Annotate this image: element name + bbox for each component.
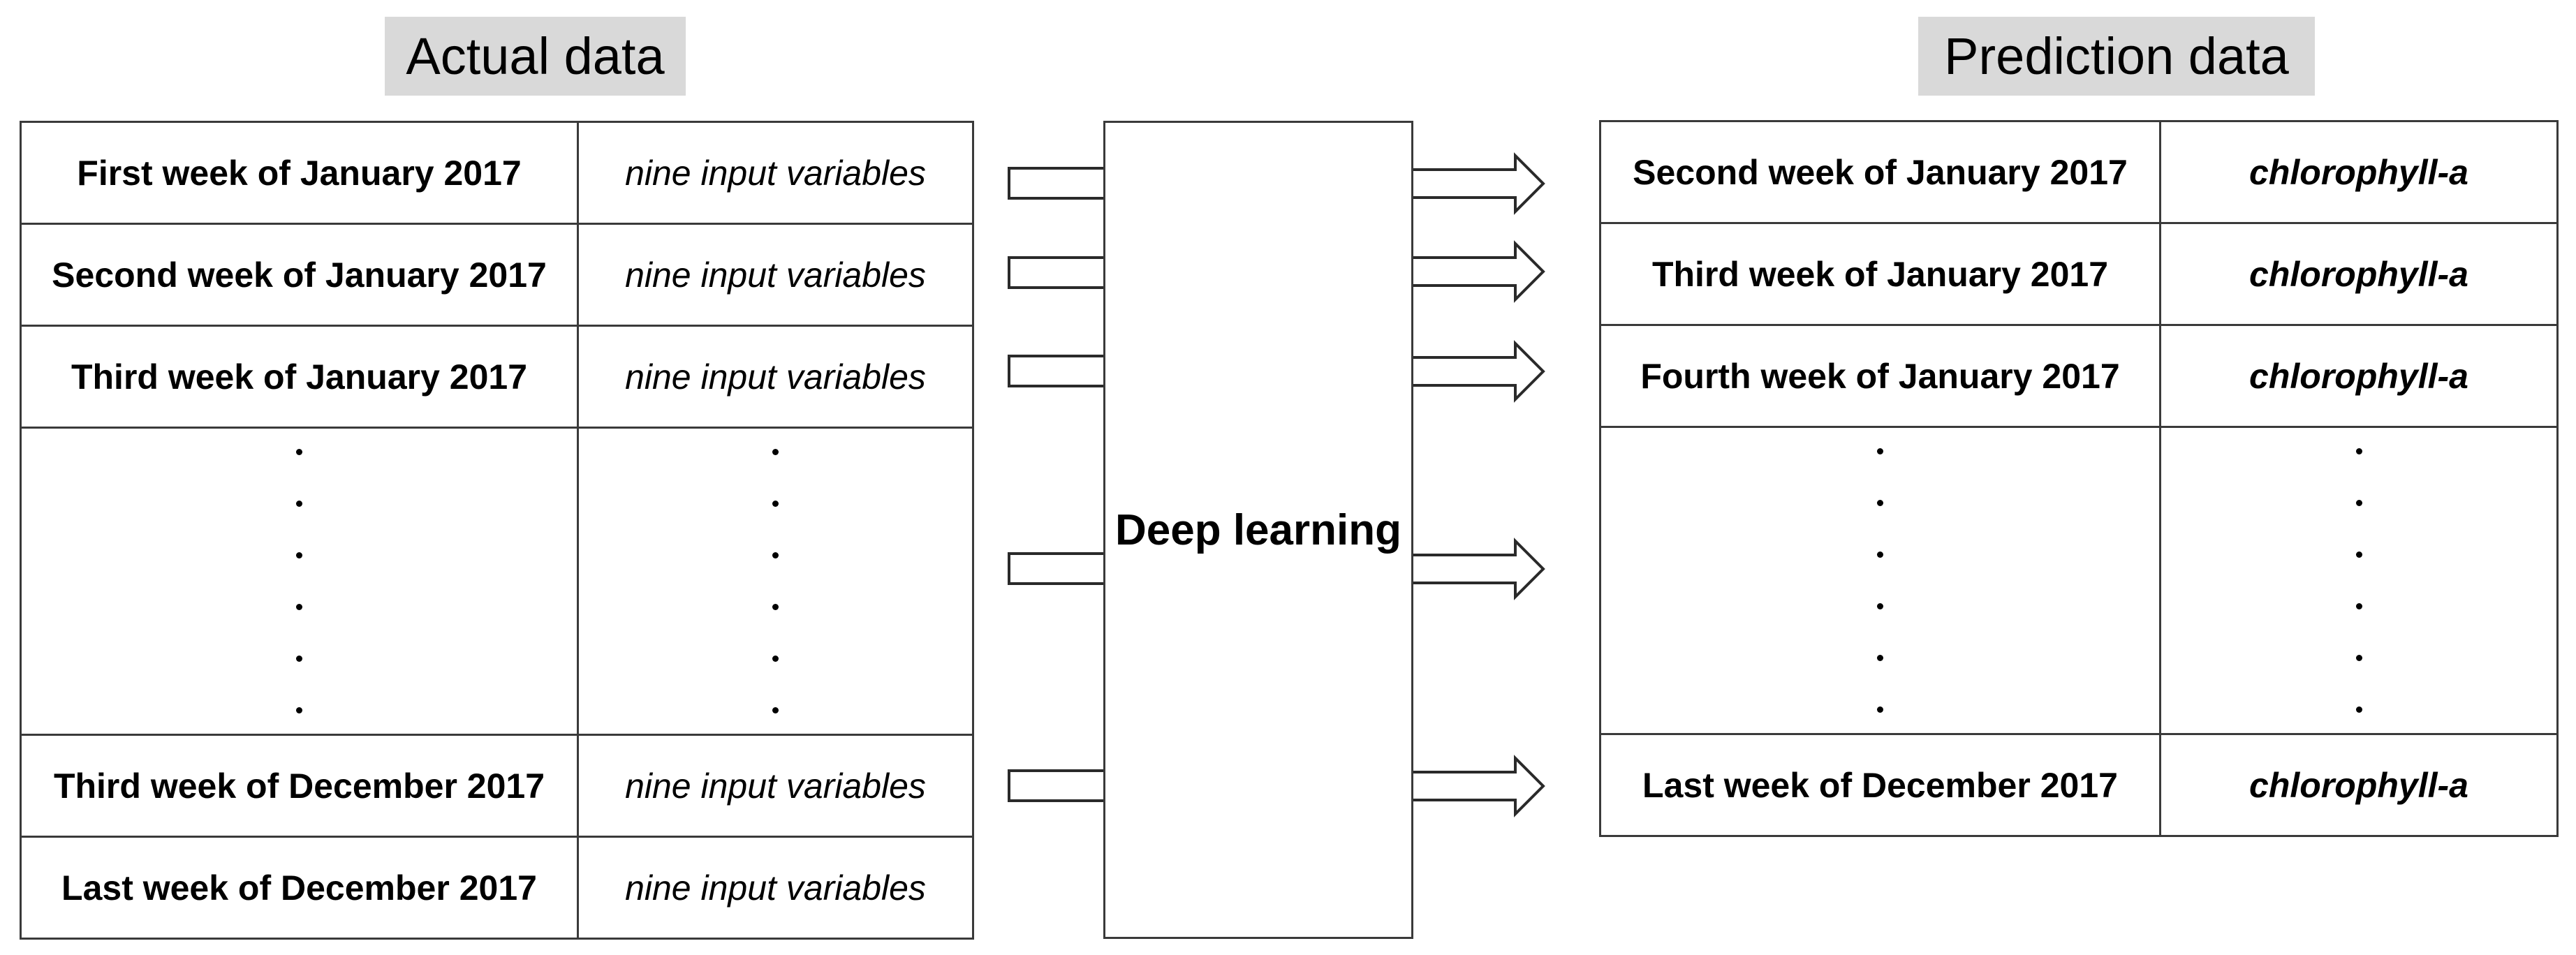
actual-ellipsis-cell: [20, 427, 579, 736]
output-arrow-icon: [1413, 755, 1545, 817]
vertical-ellipsis: [2161, 447, 2556, 713]
actual-vars-cell: nine input variables: [577, 121, 974, 225]
actual-row: Last week of December 2017 nine input va…: [20, 836, 974, 940]
prediction-data-title: Prediction data: [1918, 17, 2315, 96]
prediction-ellipsis-cell: [1599, 426, 2161, 735]
actual-vars-cell: nine input variables: [577, 734, 974, 838]
vertical-ellipsis: [22, 448, 577, 714]
prediction-ellipsis-row: [1599, 426, 2559, 735]
actual-data-table: First week of January 2017 nine input va…: [20, 121, 974, 940]
prediction-ellipsis-cell: [2159, 426, 2559, 735]
actual-ellipsis-cell: [577, 427, 974, 736]
input-connector-icon: [1008, 355, 1103, 387]
prediction-target-cell: chlorophyll-a: [2159, 120, 2559, 224]
prediction-row: Third week of January 2017 chlorophyll-a: [1599, 222, 2559, 326]
prediction-target-cell: chlorophyll-a: [2159, 733, 2559, 837]
actual-week-cell: Third week of December 2017: [20, 734, 579, 838]
output-arrow-icon: [1413, 538, 1545, 600]
deep-learning-box: Deep learning: [1103, 121, 1413, 939]
prediction-row: Last week of December 2017 chlorophyll-a: [1599, 733, 2559, 837]
input-connector-icon: [1008, 256, 1103, 289]
actual-vars-cell: nine input variables: [577, 223, 974, 327]
deep-learning-label: Deep learning: [1115, 505, 1401, 554]
prediction-data-table: Second week of January 2017 chlorophyll-…: [1599, 120, 2559, 837]
prediction-week-cell: Last week of December 2017: [1599, 733, 2161, 837]
output-arrow-icon: [1413, 152, 1545, 215]
prediction-target-cell: chlorophyll-a: [2159, 222, 2559, 326]
prediction-row: Fourth week of January 2017 chlorophyll-…: [1599, 324, 2559, 428]
input-connector-icon: [1008, 167, 1103, 200]
output-arrow-icon: [1413, 340, 1545, 403]
actual-vars-cell: nine input variables: [577, 836, 974, 940]
prediction-week-cell: Fourth week of January 2017: [1599, 324, 2161, 428]
actual-week-cell: Third week of January 2017: [20, 325, 579, 429]
actual-row: Third week of December 2017 nine input v…: [20, 734, 974, 838]
actual-week-cell: Last week of December 2017: [20, 836, 579, 940]
prediction-row: Second week of January 2017 chlorophyll-…: [1599, 120, 2559, 224]
input-connector-icon: [1008, 552, 1103, 585]
actual-row: Third week of January 2017 nine input va…: [20, 325, 974, 429]
actual-ellipsis-row: [20, 427, 974, 736]
actual-week-cell: Second week of January 2017: [20, 223, 579, 327]
output-arrow-icon: [1413, 240, 1545, 303]
prediction-week-cell: Third week of January 2017: [1599, 222, 2161, 326]
vertical-ellipsis: [1601, 447, 2159, 713]
vertical-ellipsis: [579, 448, 972, 714]
actual-row: First week of January 2017 nine input va…: [20, 121, 974, 225]
prediction-week-cell: Second week of January 2017: [1599, 120, 2161, 224]
actual-week-cell: First week of January 2017: [20, 121, 579, 225]
actual-data-title: Actual data: [385, 17, 686, 96]
actual-row: Second week of January 2017 nine input v…: [20, 223, 974, 327]
input-connector-icon: [1008, 769, 1103, 802]
prediction-target-cell: chlorophyll-a: [2159, 324, 2559, 428]
actual-vars-cell: nine input variables: [577, 325, 974, 429]
